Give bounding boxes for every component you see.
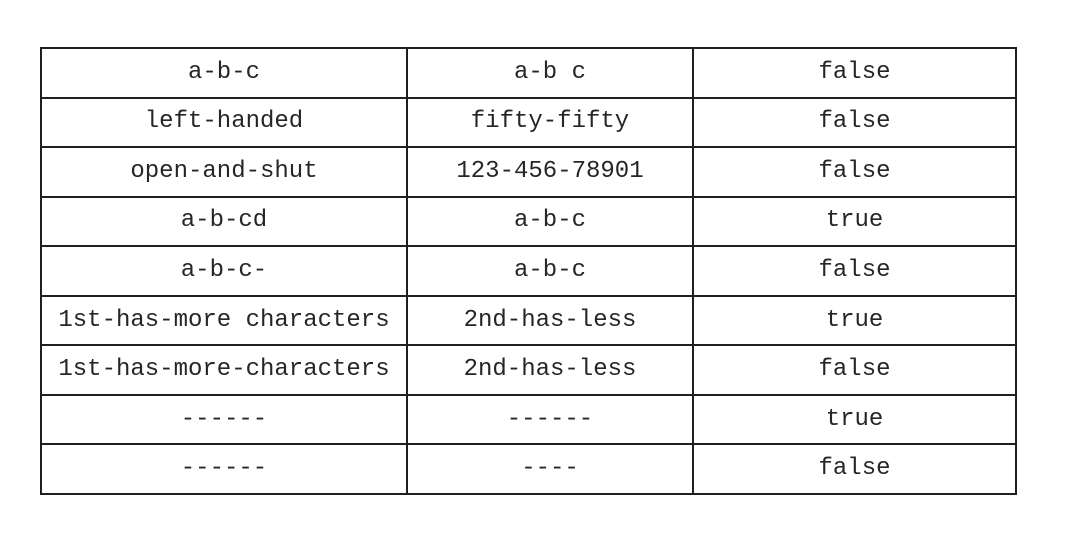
cell-first-string: a-b-cd (40, 195, 408, 248)
table-row: a-b-c a-b c false (40, 47, 1017, 99)
table-row: 1st-has-more-characters 2nd-has-less fal… (40, 344, 1017, 396)
cell-first-string: left-handed (40, 96, 408, 149)
cell-second-string: fifty-fifty (406, 96, 694, 149)
cell-result: true (692, 393, 1017, 446)
cell-second-string: a-b c (406, 47, 694, 99)
table-row: open-and-shut 123-456-78901 false (40, 146, 1017, 198)
table-row: left-handed fifty-fifty false (40, 96, 1017, 149)
table-row: 1st-has-more characters 2nd-has-less tru… (40, 294, 1017, 347)
table-row: ------ ---- false (40, 443, 1017, 495)
cell-first-string: open-and-shut (40, 146, 408, 198)
cell-result: false (692, 344, 1017, 396)
table-row: a-b-cd a-b-c true (40, 195, 1017, 248)
cell-result: false (692, 96, 1017, 149)
cell-second-string: 123-456-78901 (406, 146, 694, 198)
cell-first-string: 1st-has-more characters (40, 294, 408, 347)
cell-second-string: a-b-c (406, 245, 694, 297)
cell-result: false (692, 47, 1017, 99)
cell-result: false (692, 245, 1017, 297)
cell-result: false (692, 443, 1017, 495)
cell-result: true (692, 294, 1017, 347)
string-comparison-table: a-b-c a-b c false left-handed fifty-fift… (40, 47, 1017, 495)
cell-result: true (692, 195, 1017, 248)
cell-first-string: ------ (40, 393, 408, 446)
cell-first-string: 1st-has-more-characters (40, 344, 408, 396)
table-body: a-b-c a-b c false left-handed fifty-fift… (40, 47, 1017, 495)
cell-second-string: ------ (406, 393, 694, 446)
cell-second-string: 2nd-has-less (406, 294, 694, 347)
cell-second-string: a-b-c (406, 195, 694, 248)
table-row: a-b-c- a-b-c false (40, 245, 1017, 297)
cell-first-string: ------ (40, 443, 408, 495)
cell-second-string: 2nd-has-less (406, 344, 694, 396)
cell-second-string: ---- (406, 443, 694, 495)
table-row: ------ ------ true (40, 393, 1017, 446)
cell-first-string: a-b-c (40, 47, 408, 99)
cell-first-string: a-b-c- (40, 245, 408, 297)
cell-result: false (692, 146, 1017, 198)
